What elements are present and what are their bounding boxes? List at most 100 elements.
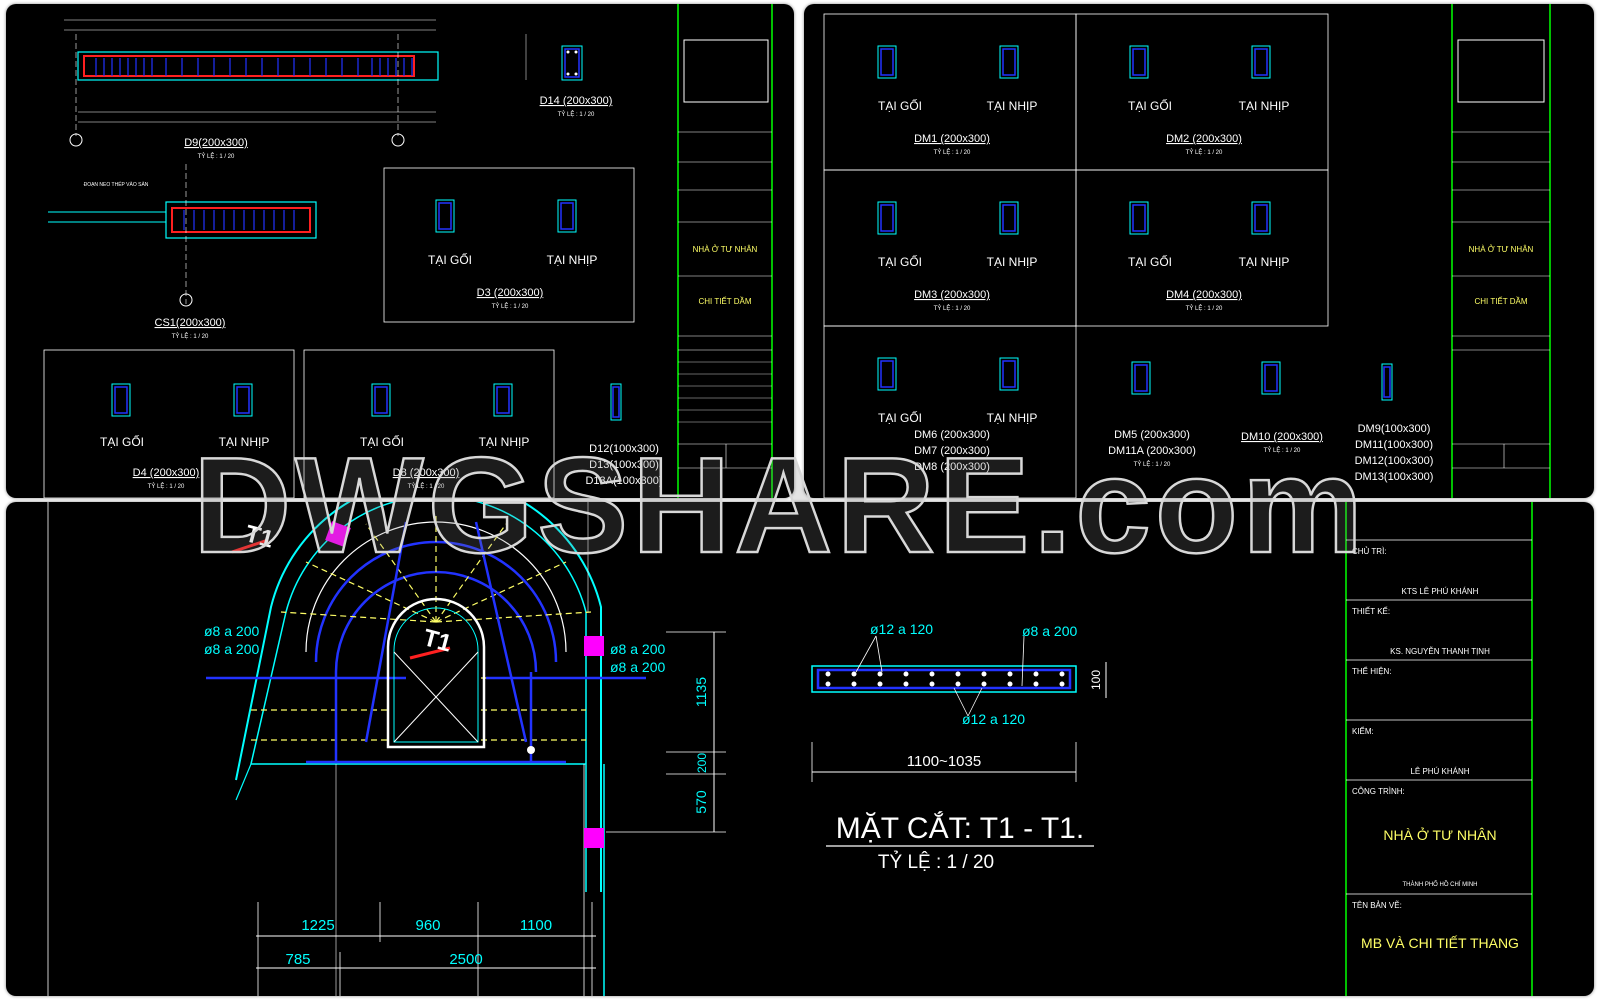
d4-sections: TẠI GỐI TẠI NHỊP D4 (200x300) TỶ LỆ : 1 … (43, 349, 295, 498)
d8-sections: TẠI GỐI TẠI NHỊP D8 (200x300) TỶ LỆ : 1 … (303, 349, 555, 498)
section-top-bar-label: ø12 a 120 (870, 621, 933, 637)
tb-sheet: CHI TIẾT DẦM (698, 296, 751, 306)
tb-sheet-name: MB VÀ CHI TIẾT THANG (1361, 935, 1519, 951)
title-block-top-right: NHÀ Ở TƯ NHÂN CHI TIẾT DẦM (1451, 4, 1551, 498)
dm3-span-label: TẠI NHỊP (987, 255, 1038, 269)
d3-span-label: TẠI NHỊP (547, 253, 598, 267)
dm6-sections: TẠI GỐI TẠI NHỊP DM6 (200x300) DM7 (200x… (877, 357, 1038, 473)
drawing-sheet-stair-plan: T1 T1 ø8 a 200 ø8 a 200 ø8 a 200 ø8 a 20… (6, 502, 1594, 996)
dm9-title-2: DM11(100x300) (1355, 439, 1433, 451)
dm6-span-label: TẠI NHỊP (987, 411, 1038, 425)
dim-960: 960 (415, 917, 440, 934)
d12-title-2: D13(100x300) (589, 459, 659, 471)
dm2-scale: TỶ LỆ : 1 / 20 (1186, 148, 1223, 156)
cs1-cantilever: ĐOẠN NEO THÉP VÀO SÀN CS1(200x300) TỶ LỆ… (48, 164, 317, 340)
dm4-scale: TỶ LỆ : 1 / 20 (1186, 304, 1223, 312)
dim-1135: 1135 (693, 677, 709, 707)
d3-sections: TẠI GỐI TẠI NHỊP D3 (200x300) TỶ LỆ : 1 … (383, 167, 635, 323)
cad-canvas-top-left: NHÀ Ở TƯ NHÂN CHI TIẾT DẦM D9(200x300) T… (43, 4, 773, 498)
d8-scale: TỶ LỆ : 1 / 20 (408, 482, 445, 490)
tb-design-label: THIẾT KẾ: (1352, 606, 1390, 616)
d12-section: D12(100x300) D13(100x300) D13A(100x300) (585, 383, 663, 487)
dm3-support-label: TẠI GỐI (878, 254, 922, 269)
bottom-dimensions: 1225 960 1100 785 2500 (256, 902, 596, 996)
dm6-title-2: DM7 (200x300) (914, 445, 990, 457)
tb-sheet-label: TÊN BẢN VẼ: (1352, 901, 1402, 910)
dm5-title-2: DM11A (200x300) (1108, 445, 1196, 457)
section-stirrup-label: ø8 a 200 (1022, 623, 1077, 639)
section-title: MẶT CẮT: T1 - T1. (836, 811, 1084, 845)
section-bottom-bar-label: ø12 a 120 (962, 711, 1025, 727)
dim-2500: 2500 (449, 951, 482, 968)
d8-span-label: TẠI NHỊP (479, 435, 530, 449)
d4-title: D4 (200x300) (133, 467, 200, 479)
dm3-scale: TỶ LỆ : 1 / 20 (934, 304, 971, 312)
d8-title: D8 (200x300) (393, 467, 460, 479)
dim-570: 570 (693, 790, 709, 814)
cad-canvas-top-right: NHÀ Ở TƯ NHÂN CHI TIẾT DẦM TẠI GỐI TẠI N… (823, 4, 1551, 498)
rebar-label-right-1: ø8 a 200 (610, 641, 665, 657)
section-length-dim: 1100~1035 (907, 753, 981, 770)
dm1-scale: TỶ LỆ : 1 / 20 (934, 148, 971, 156)
d14-title: D14 (200x300) (540, 95, 613, 107)
tb-project-label: CÔNG TRÌNH: (1352, 787, 1405, 796)
dm3-title: DM3 (200x300) (914, 289, 990, 301)
dm10-title: DM10 (200x300) (1241, 431, 1323, 443)
dm6-title-3: DM8 (200x300) (914, 461, 990, 473)
rebar-label-left-1: ø8 a 200 (204, 623, 259, 639)
cad-canvas-bottom: T1 T1 ø8 a 200 ø8 a 200 ø8 a 200 ø8 a 20… (47, 502, 1533, 996)
cut-mark-t1-left: T1 (242, 520, 276, 553)
dm9-section: DM9(100x300) DM11(100x300) DM12(100x300)… (1355, 363, 1434, 483)
drawing-sheet-beam-details-left: NHÀ Ở TƯ NHÂN CHI TIẾT DẦM D9(200x300) T… (6, 4, 794, 498)
dm6-support-label: TẠI GỐI (878, 410, 922, 425)
tb-project-name: NHÀ Ở TƯ NHÂN (1383, 826, 1496, 843)
d4-scale: TỶ LỆ : 1 / 20 (148, 482, 185, 490)
d4-span-label: TẠI NHỊP (219, 435, 270, 449)
dm1-span-label: TẠI NHỊP (987, 99, 1038, 113)
dm1-sections: TẠI GỐI TẠI NHỊP DM1 (200x300) TỶ LỆ : 1… (877, 45, 1038, 156)
cut-mark-t1-center: T1 (420, 624, 454, 657)
d3-support-label: TẠI GỐI (428, 252, 472, 267)
dm6-title-1: DM6 (200x300) (914, 429, 990, 441)
dm2-title: DM2 (200x300) (1166, 133, 1242, 145)
dm9-title-3: DM12(100x300) (1355, 455, 1434, 467)
dm5-section: DM5 (200x300) DM11A (200x300) TỶ LỆ : 1 … (1108, 361, 1196, 468)
tb-chief-name: KTS LÊ PHÚ KHÁNH (1402, 587, 1479, 596)
d3-title: D3 (200x300) (477, 287, 544, 299)
dim-785: 785 (285, 951, 310, 968)
d12-title-3: D13A(100x300) (585, 475, 662, 487)
d3-scale: TỶ LỆ : 1 / 20 (492, 302, 529, 310)
vertical-dimensions: 1135 200 570 (606, 631, 726, 833)
tb-check-name: LÊ PHÚ KHÁNH (1410, 767, 1469, 776)
d14-section: D14 (200x300) TỶ LỆ : 1 / 20 (525, 34, 613, 118)
d14-scale: TỶ LỆ : 1 / 20 (558, 110, 595, 118)
d9-scale: TỶ LỆ : 1 / 20 (198, 152, 235, 160)
title-block-top-left: NHÀ Ở TƯ NHÂN CHI TIẾT DẦM (677, 4, 773, 498)
dim-1100: 1100 (520, 917, 552, 934)
tb-location: THÀNH PHỐ HỒ CHÍ MINH (1403, 881, 1478, 888)
dm1-support-label: TẠI GỐI (878, 98, 922, 113)
dm2-support-label: TẠI GỐI (1128, 98, 1172, 113)
dm-grid (823, 13, 1329, 498)
dm5-scale: TỶ LỆ : 1 / 20 (1134, 460, 1171, 468)
section-thickness-dim: 100 (1089, 670, 1103, 690)
tb2-sheet: CHI TIẾT DẦM (1474, 296, 1527, 306)
d9-title: D9(200x300) (184, 137, 248, 149)
d8-support-label: TẠI GỐI (360, 434, 404, 449)
tb-project: NHÀ Ở TƯ NHÂN (693, 245, 758, 254)
dm4-support-label: TẠI GỐI (1128, 254, 1172, 269)
d9-beam-elevation: D9(200x300) TỶ LỆ : 1 / 20 (64, 19, 439, 160)
dm2-sections: TẠI GỐI TẠI NHỊP DM2 (200x300) TỶ LỆ : 1… (1128, 45, 1289, 156)
section-scale: TỶ LỆ : 1 / 20 (878, 851, 994, 873)
dim-200: 200 (695, 753, 709, 773)
section-t1-t1: ø12 a 120 ø8 a 200 ø12 a 120 100 1100~10… (811, 621, 1107, 873)
tb-check-label: KIỂM: (1352, 727, 1374, 736)
cs1-scale: TỶ LỆ : 1 / 20 (172, 332, 209, 340)
dm10-section: DM10 (200x300) TỶ LỆ : 1 / 20 (1241, 361, 1323, 454)
dm10-scale: TỶ LỆ : 1 / 20 (1264, 446, 1301, 454)
tb2-project: NHÀ Ở TƯ NHÂN (1469, 245, 1534, 254)
dm4-title: DM4 (200x300) (1166, 289, 1242, 301)
tb-design-name: KS. NGUYỄN THANH TỊNH (1390, 647, 1490, 656)
dm5-title-1: DM5 (200x300) (1114, 429, 1190, 441)
drawing-sheet-beam-details-right: NHÀ Ở TƯ NHÂN CHI TIẾT DẦM TẠI GỐI TẠI N… (804, 4, 1594, 498)
